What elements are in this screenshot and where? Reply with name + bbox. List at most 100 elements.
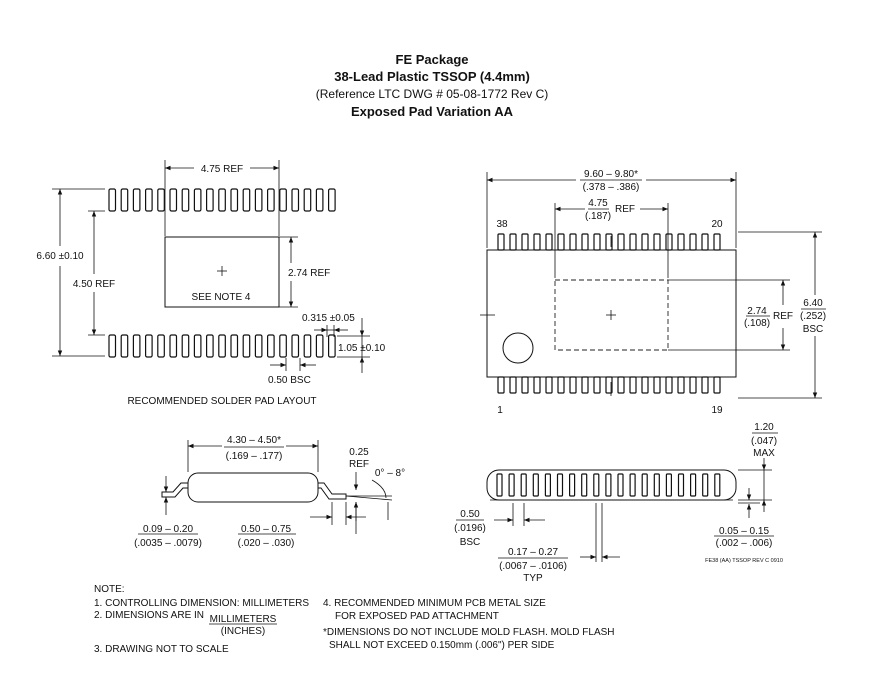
title-variation: Exposed Pad Variation AA — [351, 104, 514, 119]
solder-layout-caption: RECOMMENDED SOLDER PAD LAYOUT — [127, 396, 316, 407]
solder-pad — [254, 188, 263, 212]
title-reference: (Reference LTC DWG # 05-08-1772 Rev C) — [316, 87, 549, 101]
solder-pad — [279, 188, 287, 212]
end-lead — [508, 473, 515, 497]
package-lead — [533, 376, 541, 394]
end-lead — [520, 473, 527, 497]
solder-pad — [193, 188, 202, 212]
solder-pad — [303, 334, 312, 358]
exposed-pad-outline — [164, 236, 280, 308]
dim-standoff-mm: 0.05 – 0.15 — [719, 526, 769, 537]
solder-pad — [157, 188, 165, 212]
end-lead — [581, 473, 588, 497]
package-lead — [629, 233, 637, 251]
solder-pads-bottom-row — [108, 334, 336, 358]
end-view: 1.20 (.047) MAX 0.50 (.0196) BSC 0.17 – … — [454, 422, 783, 584]
top-view: 38 20 1 19 9.60 – 9.80* (.378 – .386) 4.… — [480, 169, 826, 416]
dim-width-bsc: BSC — [803, 324, 824, 335]
dim-pad-length-mm: 4.75 — [588, 198, 608, 209]
end-lead — [689, 473, 697, 497]
see-note-label: SEE NOTE 4 — [192, 292, 251, 303]
end-lead — [568, 473, 576, 497]
lead-right — [318, 482, 347, 500]
note-1: 1. CONTROLLING DIMENSION: MILLIMETERS — [94, 598, 309, 609]
solder-pad — [315, 188, 324, 212]
package-lead — [569, 376, 577, 394]
package-lead — [581, 233, 589, 251]
package-lead — [545, 376, 553, 394]
package-leads-end — [496, 473, 721, 497]
dim-lead-width-mm: 0.17 – 0.27 — [508, 547, 558, 558]
solder-pad — [132, 334, 141, 358]
package-lead — [713, 376, 721, 394]
dim-length-mm: 9.60 – 9.80* — [584, 169, 638, 180]
solder-pad — [157, 334, 165, 358]
solder-pad — [218, 188, 226, 212]
solder-pad — [315, 334, 324, 358]
package-body-top — [486, 249, 737, 378]
solder-pad — [328, 188, 336, 212]
package-lead — [557, 233, 565, 251]
dim-lead-thickness-mm: 0.09 – 0.20 — [143, 524, 193, 535]
package-body-side — [187, 472, 319, 503]
solder-pad — [230, 188, 239, 212]
dim-lead-angle: 0° – 8° — [375, 468, 405, 479]
pin-38-label: 38 — [496, 219, 508, 230]
package-lead — [593, 233, 601, 251]
dim-body-width-in: (.169 – .177) — [226, 451, 283, 462]
dim-height-in: (.047) — [751, 436, 777, 447]
exposed-pad-dashed — [554, 279, 669, 351]
dim-length-in: (.378 – .386) — [583, 182, 640, 193]
package-lead — [593, 376, 601, 394]
pin1-marker — [502, 332, 534, 364]
end-lead — [653, 473, 660, 497]
package-lead — [497, 233, 505, 251]
end-lead — [605, 473, 612, 497]
dim-height-max: MAX — [753, 448, 775, 459]
title-lead: 38-Lead Plastic TSSOP (4.4mm) — [334, 69, 530, 84]
end-lead — [665, 473, 673, 497]
note-2-numerator: MILLIMETERS — [210, 614, 277, 625]
pin-1-label: 1 — [497, 405, 503, 416]
end-lead — [593, 473, 600, 497]
package-lead — [605, 233, 613, 251]
package-lead — [533, 233, 541, 251]
solder-pad — [145, 188, 153, 212]
dim-solder-exposed-height: 2.74 REF — [288, 268, 330, 279]
dim-pad-height-ref: REF — [773, 311, 793, 322]
title-block: FE Package 38-Lead Plastic TSSOP (4.4mm)… — [316, 52, 549, 119]
solder-pad — [206, 188, 214, 212]
solder-pad — [291, 188, 300, 212]
end-lead — [556, 473, 564, 497]
dim-height-mm: 1.20 — [754, 422, 774, 433]
note-5b: SHALL NOT EXCEED 0.150mm (.006") PER SID… — [329, 640, 555, 651]
solder-pads-top-row — [108, 188, 336, 212]
package-lead — [641, 233, 649, 251]
note-3: 3. DRAWING NOT TO SCALE — [94, 644, 229, 655]
solder-pad — [218, 334, 226, 358]
notes-heading: NOTE: — [94, 584, 125, 595]
pin-19-label: 19 — [711, 405, 723, 416]
package-lead — [629, 376, 637, 394]
end-lead — [702, 473, 709, 497]
solder-pad — [145, 334, 153, 358]
package-lead — [701, 233, 709, 251]
dim-body-width-mm: 4.30 – 4.50* — [227, 435, 281, 446]
package-leads-top — [497, 233, 721, 251]
lead-left — [161, 482, 188, 498]
package-lead — [689, 376, 697, 394]
package-lead — [617, 376, 625, 394]
package-lead — [653, 376, 661, 394]
solder-pad — [181, 334, 190, 358]
solder-pad-layout: SEE NOTE 4 4.75 REF 6.60 ±0.10 4.50 REF … — [36, 160, 386, 407]
pin-20-label: 20 — [711, 219, 723, 230]
title-package: FE Package — [396, 52, 469, 67]
solder-pad — [120, 334, 129, 358]
solder-pad — [242, 188, 251, 212]
end-lead — [544, 473, 552, 497]
solder-pad — [120, 188, 129, 212]
dim-standoff-in: (.002 – .006) — [716, 538, 773, 549]
dim-pitch: 0.50 BSC — [268, 375, 311, 386]
drawing-id: FE38 (AA) TSSOP REV C 0910 — [705, 558, 783, 564]
solder-pad — [181, 188, 190, 212]
